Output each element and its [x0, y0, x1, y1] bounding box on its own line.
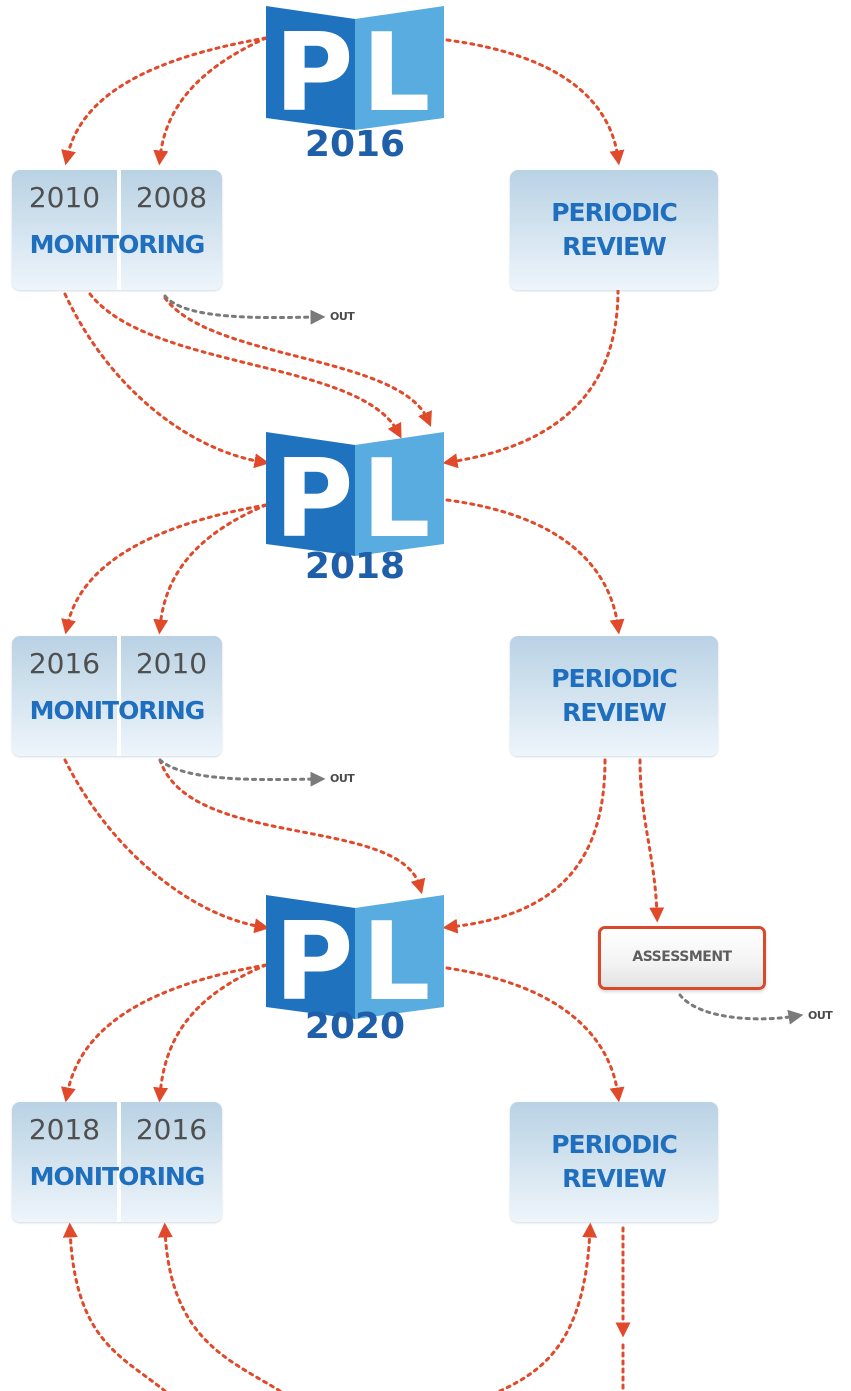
- out-label-2: OUT: [330, 772, 355, 785]
- monitoring-year-left: 2010: [28, 181, 101, 214]
- arrow-bottom-right-up: [498, 1222, 598, 1391]
- arrow-mon1-to-pl2018-c: [163, 296, 432, 427]
- monitoring-box-1: 2010 2008 MONITORING: [12, 170, 222, 290]
- pl-letter-p: P: [274, 11, 353, 130]
- arrow-mon2-to-pl2020-a: [63, 758, 270, 934]
- periodic-review-line2: REVIEW: [562, 232, 667, 261]
- arrow-assessment-out: [678, 993, 804, 1025]
- arrow-pl2020-to-mon3-right: [153, 963, 268, 1103]
- periodic-review-line1: PERIODIC: [551, 198, 678, 227]
- pl-book-icon: P L: [266, 895, 444, 1019]
- periodic-review-line1: PERIODIC: [551, 664, 678, 693]
- arrow-mon1-to-pl2018-b: [88, 292, 402, 439]
- arrow-pl2016-to-mon1-left: [61, 36, 268, 166]
- pl-letter-p: P: [274, 900, 353, 1019]
- monitoring-label: MONITORING: [29, 696, 206, 725]
- out-label-3: OUT: [808, 1009, 833, 1022]
- box-divider: [117, 1102, 121, 1222]
- monitoring-year-left: 2018: [28, 1113, 101, 1146]
- pl-letter-l: L: [362, 900, 431, 1019]
- box-divider: [117, 636, 121, 756]
- monitoring-year-right: 2016: [135, 1113, 208, 1146]
- pl-letter-l: L: [362, 437, 431, 556]
- monitoring-box-2: 2016 2010 MONITORING: [12, 636, 222, 756]
- periodic-review-line2: REVIEW: [562, 1164, 667, 1193]
- periodic-review-box-1: PERIODIC REVIEW: [510, 170, 718, 290]
- monitoring-year-right: 2010: [135, 647, 208, 680]
- arrow-pl2018-to-mon2-right: [153, 503, 268, 635]
- arrow-rev1-to-pl2018: [442, 288, 620, 469]
- arrow-mon2-out: [158, 758, 326, 787]
- arrow-pl2020-to-rev3: [445, 966, 625, 1103]
- monitoring-year-right: 2008: [135, 181, 208, 214]
- out-label-1: OUT: [330, 310, 355, 323]
- monitoring-year-left: 2016: [28, 647, 101, 680]
- pl-year-2016: 2016: [304, 124, 406, 165]
- arrow-bottom-left-up: [62, 1222, 167, 1391]
- monitoring-label: MONITORING: [29, 1162, 206, 1191]
- pl-book-icon: P L: [266, 432, 444, 556]
- periodic-review-box-2: PERIODIC REVIEW: [510, 636, 718, 756]
- arrow-pl2016-to-mon1-right: [153, 36, 268, 166]
- periodic-review-line2: REVIEW: [562, 698, 667, 727]
- arrow-bottom-mid-up: [157, 1222, 282, 1391]
- arrow-rev2-to-pl2020: [442, 758, 607, 934]
- assessment-label: ASSESSMENT: [632, 949, 732, 965]
- arrow-rev2-to-assessment: [638, 758, 665, 923]
- periodic-review-box-3: PERIODIC REVIEW: [510, 1102, 718, 1222]
- monitoring-box-3: 2018 2016 MONITORING: [12, 1102, 222, 1222]
- arrow-pl2018-to-mon2-left: [61, 503, 268, 635]
- pl-year-2018: 2018: [304, 546, 406, 587]
- pl-book-icon: P L: [266, 6, 444, 130]
- arrow-mon1-out: [163, 294, 326, 325]
- arrow-pl2020-to-mon3-left: [61, 963, 268, 1103]
- monitoring-label: MONITORING: [29, 230, 206, 259]
- pl-year-2020: 2020: [304, 1006, 406, 1047]
- arrow-pl2016-to-rev1: [445, 38, 625, 166]
- periodic-review-line1: PERIODIC: [551, 1130, 678, 1159]
- arrow-mon2-to-pl2020-b: [158, 758, 426, 895]
- assessment-box: ASSESSMENT: [598, 926, 766, 990]
- box-divider: [117, 170, 121, 290]
- pl-letter-p: P: [274, 437, 353, 556]
- arrow-mon1-to-pl2018-a: [63, 292, 270, 469]
- pl-letter-l: L: [362, 11, 431, 130]
- arrow-pl2018-to-rev2: [445, 498, 625, 635]
